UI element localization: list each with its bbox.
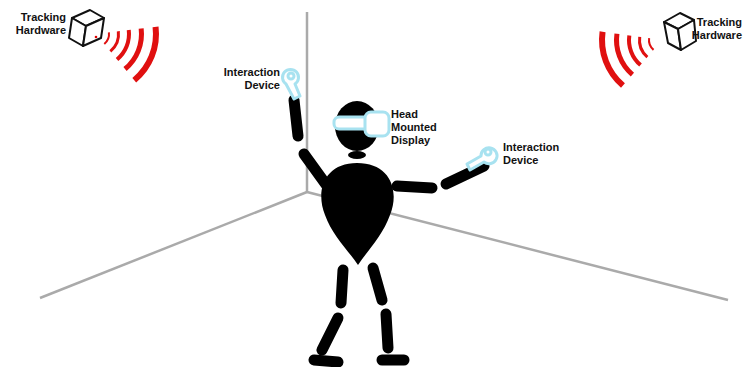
signal-arc <box>638 37 648 59</box>
part-label: Interaction Device <box>503 141 575 167</box>
signal-arc <box>132 26 159 82</box>
interaction-device <box>467 148 497 170</box>
tracker-cube <box>664 13 696 50</box>
signal-arc <box>109 31 120 52</box>
signal-arc <box>627 35 642 66</box>
interaction-device <box>282 69 300 99</box>
signal-arc <box>599 31 625 87</box>
part-label: Interaction Device <box>208 66 280 92</box>
signal-arc <box>123 28 144 71</box>
signal-arc <box>116 30 131 61</box>
signal-arc <box>104 32 110 44</box>
part-label: Head Mounted Display <box>391 108 447 147</box>
part-label: Tracking Hardware <box>4 11 66 37</box>
signal-arc <box>614 33 634 76</box>
part-label: Tracking Hardware <box>680 16 742 42</box>
room-corner <box>40 12 728 300</box>
signal-arc <box>648 38 654 51</box>
person-figure <box>294 100 484 362</box>
tracking-signal <box>104 26 655 87</box>
tracker-cube <box>69 10 104 46</box>
